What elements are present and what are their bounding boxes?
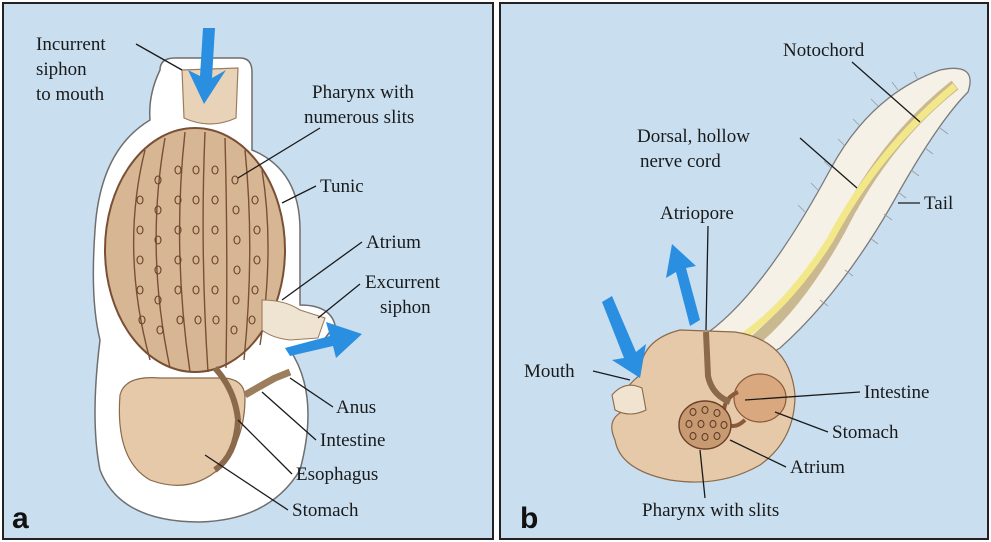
label-intestine-b: Intestine (864, 382, 929, 403)
pharynx-basket (105, 128, 285, 372)
label-dorsal-line2: nerve cord (640, 151, 721, 172)
label-mouth: Mouth (524, 361, 575, 382)
label-incurrent-line1: Incurrent (36, 34, 106, 55)
label-tunic: Tunic (320, 176, 364, 197)
label-pharynx-slits: Pharynx with slits (642, 500, 779, 521)
label-atriopore: Atriopore (660, 203, 734, 224)
label-notochord: Notochord (783, 40, 865, 61)
label-esophagus: Esophagus (296, 464, 378, 485)
label-pharynx-line2: numerous slits (304, 107, 414, 128)
label-stomach-a: Stomach (292, 500, 359, 521)
panel-letter-b: b (520, 502, 538, 535)
label-incurrent-line2: siphon (36, 59, 87, 80)
label-pharynx-line1: Pharynx with (312, 82, 414, 103)
larva-pharynx (679, 401, 731, 449)
label-dorsal-line1: Dorsal, hollow (637, 126, 750, 147)
label-anus: Anus (336, 397, 376, 418)
label-intestine-a: Intestine (320, 430, 385, 451)
label-stomach-b: Stomach (832, 422, 899, 443)
label-atrium-a: Atrium (366, 232, 421, 253)
label-incurrent-line3: to mouth (36, 84, 105, 105)
label-excurrent-line1: Excurrent (365, 272, 441, 293)
label-atrium-b: Atrium (790, 457, 845, 478)
label-excurrent-line2: siphon (380, 297, 431, 318)
panel-letter-a: a (12, 502, 29, 535)
mouth-papilla (612, 385, 646, 414)
label-tail: Tail (924, 193, 953, 214)
